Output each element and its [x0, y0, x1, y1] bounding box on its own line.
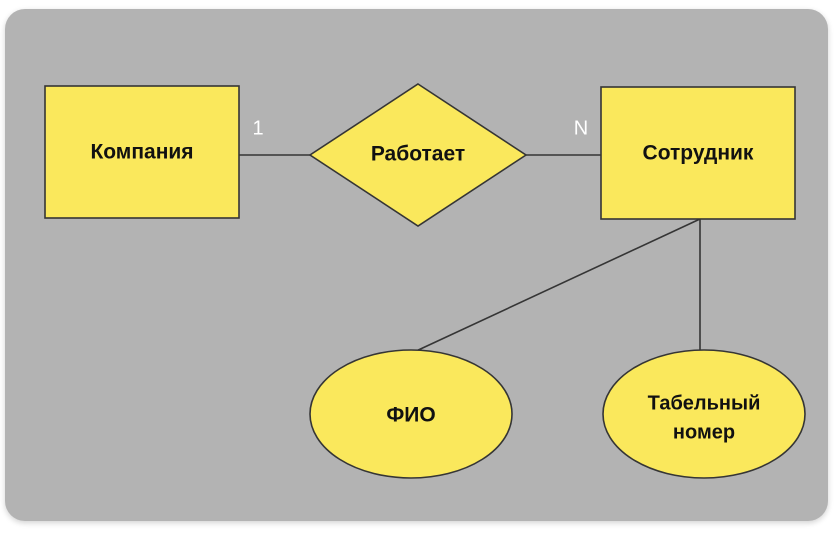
cardinality-label-company-side: 1 [252, 117, 263, 139]
attribute-personnel-number-ellipse[interactable] [602, 349, 806, 479]
entity-employee-box[interactable] [600, 86, 796, 220]
connector-employee-to-full-name [413, 218, 701, 353]
entity-employee-label: Сотрудник [643, 142, 754, 165]
relationship-works[interactable]: Работает [308, 83, 528, 227]
attribute-personnel-number[interactable]: Табельный номер [602, 349, 806, 479]
attribute-personnel-number-label-line1: Табельный [648, 392, 761, 414]
relationship-works-diamond[interactable] [308, 83, 528, 227]
attribute-full-name-label: ФИО [386, 404, 435, 427]
entity-company-box[interactable] [44, 85, 240, 219]
entity-company[interactable]: Компания [44, 85, 240, 219]
relationship-works-label: Работает [371, 143, 465, 166]
attribute-personnel-number-label-line2: номер [673, 421, 735, 443]
attribute-full-name-ellipse[interactable] [309, 349, 513, 479]
entity-company-label: Компания [90, 141, 193, 164]
cardinality-label-employee-side: N [574, 117, 588, 139]
attribute-full-name[interactable]: ФИО [309, 349, 513, 479]
entity-employee[interactable]: Сотрудник [600, 86, 796, 220]
